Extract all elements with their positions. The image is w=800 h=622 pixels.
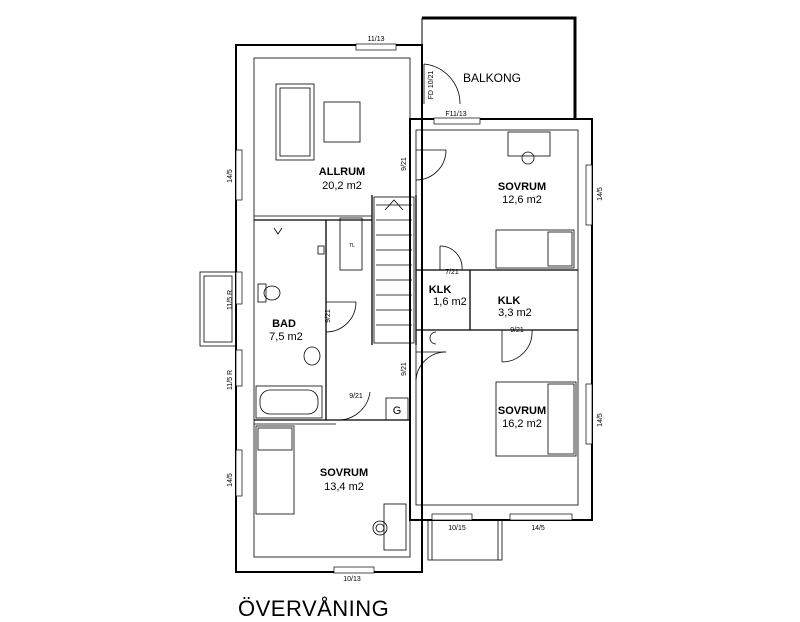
label-f-balkong: F11/13 [445, 111, 466, 118]
sovrum-se-area: 16,2 m2 [502, 418, 542, 430]
label-d-sovrum-se: 9/21 [401, 362, 408, 376]
balcony [421, 16, 577, 119]
label-w-allrum-left: 14/5 [227, 169, 234, 183]
label-w-sovrum-se-right: 14/5 [597, 413, 604, 427]
klk-large-name: KLK [498, 295, 521, 307]
klk-small-name: KLK [429, 284, 452, 296]
label-w-sovrum-sw-left: 14/5 [227, 473, 234, 487]
furniture [255, 83, 577, 551]
sovrum-ne-name: SOVRUM [498, 181, 546, 193]
label-g: G [393, 405, 402, 417]
label-d-klk-large: 9/21 [510, 327, 524, 334]
sovrum-ne-area: 12,6 m2 [502, 194, 542, 206]
sovrum-sw-name: SOVRUM [320, 467, 368, 479]
label-d-allrum: 9/21 [401, 157, 408, 171]
allrum-area: 20,2 m2 [322, 180, 362, 192]
room-labels: ALLRUM 20,2 m2 SOVRUM 12,6 m2 KLK 1,6 m2… [269, 71, 546, 493]
doors [325, 63, 533, 421]
label-d-bad: 9/21 [325, 309, 332, 323]
interior-walls [254, 195, 578, 425]
label-w-bottom-right-2: 14/5 [531, 525, 545, 532]
label-w-bottom-right-1: 10/15 [448, 525, 466, 532]
balkong-name: BALKONG [463, 71, 521, 85]
sovrum-se-name: SOVRUM [498, 405, 546, 417]
windows [235, 43, 593, 574]
dimension-labels: 11/13 FD 10/21 F11/13 9/21 14/5 14/5 7/2… [227, 36, 604, 583]
klk-small-area: 1,6 m2 [433, 296, 467, 308]
label-w-top: 11/13 [368, 36, 385, 43]
bad-name: BAD [272, 318, 296, 330]
label-d-sovrum-sw: 9/21 [349, 393, 363, 400]
label-w-sovrum-ne-right: 14/5 [597, 187, 604, 201]
klk-large-area: 3,3 m2 [498, 307, 532, 319]
label-w-bad-2: 11/5 R [227, 370, 234, 390]
label-w-bottom: 10/13 [343, 576, 361, 583]
label-fd: FD 10/21 [428, 70, 435, 99]
staircase [373, 196, 415, 344]
label-d-klk-small: 7/21 [445, 269, 459, 276]
sovrum-sw-area: 13,4 m2 [324, 481, 364, 493]
label-w-bad-1: 11/5 R [227, 290, 234, 310]
floor-title: ÖVERVÅNING [238, 596, 390, 621]
label-tl: TL [349, 243, 355, 249]
bad-area: 7,5 m2 [269, 331, 303, 343]
allrum-name: ALLRUM [319, 166, 365, 178]
